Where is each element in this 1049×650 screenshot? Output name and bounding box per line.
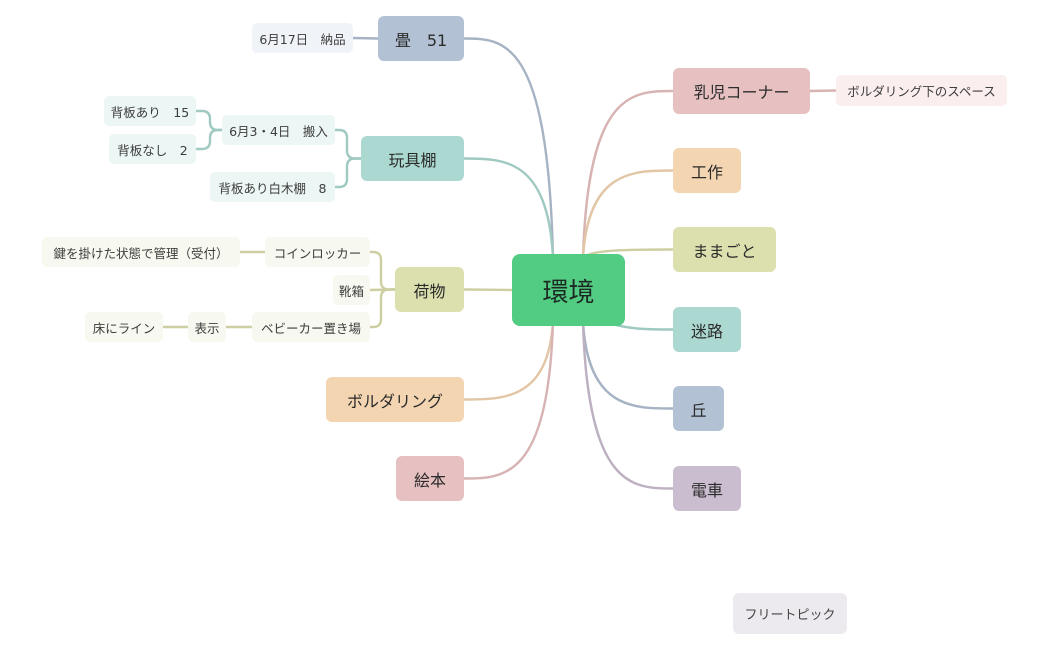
topic-mamagoto[interactable]: ままごと bbox=[673, 227, 776, 272]
subtopic-nimotsu-3[interactable]: ベビーカー置き場 bbox=[252, 312, 370, 342]
subtopic-nimotsu-3a1[interactable]: 床にライン bbox=[85, 312, 163, 342]
subtopic-nimotsu-1[interactable]: コインロッカー bbox=[265, 237, 370, 267]
connector-nimotsu-1 bbox=[368, 250, 397, 291]
topic-tatami[interactable]: 畳 51 bbox=[378, 16, 464, 61]
connector-nyuji-1 bbox=[808, 89, 838, 93]
subtopic-toydana-2[interactable]: 背板あり白木棚 8 bbox=[210, 172, 335, 202]
topic-bouldering[interactable]: ボルダリング bbox=[326, 377, 464, 422]
connector-ehon bbox=[462, 320, 555, 480]
connector-densha bbox=[581, 320, 675, 490]
topic-densha[interactable]: 電車 bbox=[673, 466, 741, 511]
floating-topic[interactable]: フリートピック bbox=[733, 593, 847, 634]
subtopic-nimotsu-1a[interactable]: 鍵を掛けた状態で管理（受付） bbox=[42, 237, 240, 267]
topic-meiro[interactable]: 迷路 bbox=[673, 307, 741, 352]
connector-kousaku bbox=[581, 169, 675, 260]
subtopic-toydana-1[interactable]: 6月3・4日 搬入 bbox=[222, 115, 335, 145]
subtopic-nimotsu-3a[interactable]: 表示 bbox=[188, 312, 226, 342]
subtopic-nyuji-1[interactable]: ボルダリング下のスペース bbox=[836, 75, 1007, 106]
connector-toydana-2 bbox=[333, 157, 363, 189]
central-topic[interactable]: 環境 bbox=[512, 254, 625, 326]
topic-nimotsu[interactable]: 荷物 bbox=[395, 267, 464, 312]
connector-nimotsu bbox=[462, 288, 514, 292]
connector-bouldering bbox=[462, 320, 555, 401]
connector-toydana-1 bbox=[333, 128, 363, 160]
connector-nimotsu-3 bbox=[368, 288, 397, 329]
subtopic-tatami-1[interactable]: 6月17日 納品 bbox=[252, 23, 353, 53]
connector-tatami bbox=[462, 37, 555, 260]
topic-oka[interactable]: 丘 bbox=[673, 386, 724, 431]
connector-nyuji bbox=[581, 89, 675, 260]
connector-oka bbox=[581, 320, 675, 410]
topic-ehon[interactable]: 絵本 bbox=[396, 456, 464, 501]
connector-toydana-1a bbox=[194, 109, 224, 132]
topic-kousaku[interactable]: 工作 bbox=[673, 148, 741, 193]
subtopic-toydana-1b[interactable]: 背板なし 2 bbox=[109, 134, 196, 164]
connector-toydana bbox=[462, 157, 555, 260]
topic-nyuji[interactable]: 乳児コーナー bbox=[673, 68, 810, 114]
subtopic-toydana-1a[interactable]: 背板あり 15 bbox=[104, 96, 196, 126]
topic-toydana[interactable]: 玩具棚 bbox=[361, 136, 464, 181]
subtopic-nimotsu-2[interactable]: 靴箱 bbox=[333, 275, 370, 305]
connector-toydana-1b bbox=[194, 128, 224, 151]
connector-tatami-1 bbox=[351, 36, 380, 40]
